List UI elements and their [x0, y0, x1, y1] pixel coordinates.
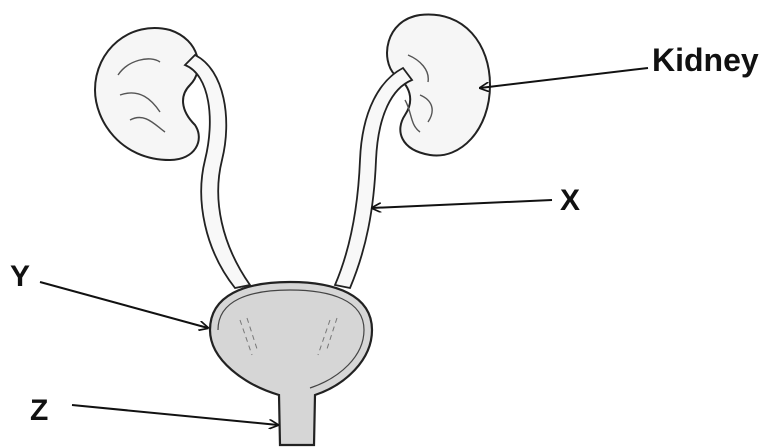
right-ureter [335, 68, 412, 288]
ureter-label-x: X [560, 186, 580, 216]
left-ureter [185, 55, 250, 288]
x-pointer-arrow [372, 200, 552, 208]
kidney-label: Kidney [652, 44, 759, 76]
z-pointer-arrow [72, 405, 278, 425]
kidney-pointer-arrow [480, 68, 648, 88]
y-pointer-arrow [40, 282, 208, 328]
left-kidney [95, 28, 199, 160]
bladder-label-y: Y [10, 262, 30, 292]
urethra-label-z: Z [30, 396, 48, 426]
